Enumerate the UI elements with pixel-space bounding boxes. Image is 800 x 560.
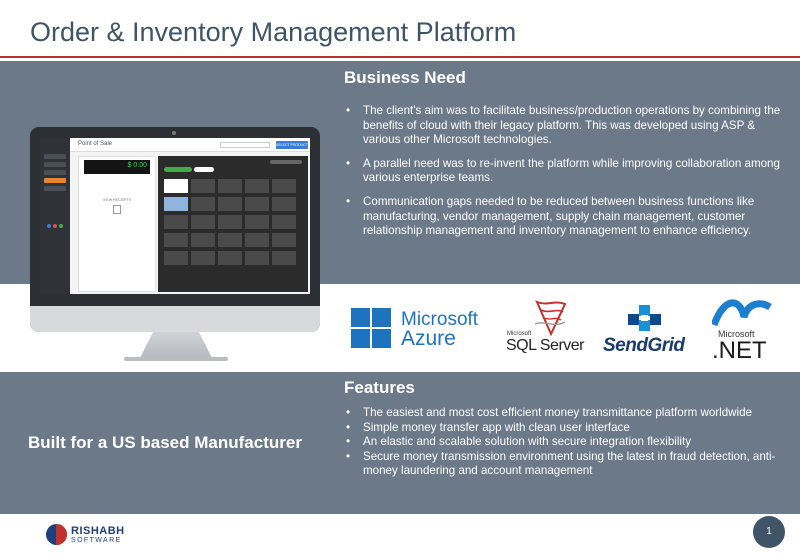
- total-amount: $ 0.00: [127, 162, 147, 169]
- list-item: The client's aim was to facilitate busin…: [344, 104, 784, 148]
- sendgrid-icon: [628, 305, 661, 331]
- product-tile: [272, 215, 296, 229]
- product-tile: [164, 251, 188, 265]
- sidebar-item-active: [44, 178, 66, 183]
- app-sidebar: [40, 138, 70, 294]
- rishabh-logo-icon: [46, 524, 67, 545]
- product-tile: [191, 251, 215, 265]
- brand-subtitle: SOFTWARE: [71, 537, 122, 544]
- page-number-badge: 1: [753, 516, 785, 548]
- total-display: $ 0.00: [84, 160, 150, 174]
- sidebar-item: [44, 162, 66, 167]
- product-tile: [164, 233, 188, 247]
- receipt-icon: [113, 205, 121, 214]
- product-tile: [272, 197, 296, 211]
- product-grid-pane: [158, 156, 308, 292]
- order-pane: $ 0.00 VIEW RECEIPTS: [78, 156, 156, 292]
- sendgrid-logo-text: SendGrid: [603, 335, 685, 356]
- dotnet-logo-text: .NET: [712, 337, 767, 364]
- sql-logo-microsoft: Microsoft: [507, 331, 532, 337]
- app-header: Point of Sale SELECT PRODUCTS: [70, 138, 310, 152]
- product-tile: [191, 233, 215, 247]
- monitor-stand-base: [124, 357, 228, 361]
- product-tile: [164, 179, 188, 193]
- product-tile: [218, 215, 242, 229]
- list-item: The easiest and most cost efficient mone…: [344, 406, 780, 421]
- product-tile: [191, 215, 215, 229]
- business-need-list: The client's aim was to facilitate busin…: [344, 104, 784, 248]
- sidebar-item: [44, 186, 66, 191]
- product-tile: [272, 251, 296, 265]
- filter-pill: [194, 167, 214, 172]
- app-logo-icon: [45, 143, 65, 149]
- monitor-camera: [172, 131, 176, 135]
- app-header-button: SELECT PRODUCTS: [276, 141, 310, 149]
- dotnet-icon: [712, 299, 772, 327]
- list-item: A parallel need was to re-invent the pla…: [344, 157, 784, 186]
- azure-logo-line1: Microsoft: [401, 309, 479, 330]
- sidebar-item: [44, 170, 66, 175]
- product-tile: [245, 215, 269, 229]
- filter-pill-active: [164, 167, 192, 172]
- product-tile: [218, 179, 242, 193]
- product-tile: [164, 197, 188, 211]
- features-heading: Features: [344, 378, 415, 397]
- business-need-heading: Business Need: [344, 68, 466, 87]
- list-item: Communication gaps needed to be reduced …: [344, 195, 784, 239]
- azure-logo-line2: Azure: [401, 327, 456, 350]
- product-tile: [164, 215, 188, 229]
- social-dot-icon: [47, 224, 51, 228]
- product-tile: [245, 251, 269, 265]
- app-screenshot: Point of Sale SELECT PRODUCTS $ 0.00 VIE…: [40, 138, 310, 294]
- product-tile: [245, 179, 269, 193]
- features-list: The easiest and most cost efficient mone…: [344, 406, 780, 479]
- social-dot-icon: [53, 224, 57, 228]
- slide-title: Order & Inventory Management Platform: [30, 17, 517, 47]
- product-tile: [218, 197, 242, 211]
- product-tile: [272, 179, 296, 193]
- sql-server-icon: [534, 300, 567, 336]
- built-for-label: Built for a US based Manufacturer: [28, 433, 302, 452]
- monitor-chin: [30, 306, 320, 332]
- dotnet-logo-microsoft: Microsoft: [718, 329, 755, 339]
- list-item: Secure money transmission environment us…: [344, 450, 780, 479]
- app-search-box: [220, 142, 270, 148]
- view-toggle: [270, 160, 302, 164]
- product-tile: [191, 179, 215, 193]
- social-dot-icon: [59, 224, 63, 228]
- list-item: Simple money transfer app with clean use…: [344, 421, 780, 436]
- list-item: An elastic and scalable solution with se…: [344, 435, 780, 450]
- sql-logo-text: SQL Server: [506, 337, 585, 354]
- monitor-stand: [140, 332, 212, 358]
- product-tile: [218, 233, 242, 247]
- title-divider: [0, 56, 800, 58]
- brand-name: RISHABH: [71, 525, 125, 537]
- product-tile: [218, 251, 242, 265]
- microsoft-windows-icon: [351, 308, 391, 348]
- product-tile: [245, 197, 269, 211]
- product-tile: [191, 197, 215, 211]
- product-tile: [272, 233, 296, 247]
- sidebar-item: [44, 154, 66, 159]
- view-receipts-label: VIEW RECEIPTS: [102, 198, 132, 202]
- product-tile: [245, 233, 269, 247]
- app-title: Point of Sale: [78, 141, 113, 147]
